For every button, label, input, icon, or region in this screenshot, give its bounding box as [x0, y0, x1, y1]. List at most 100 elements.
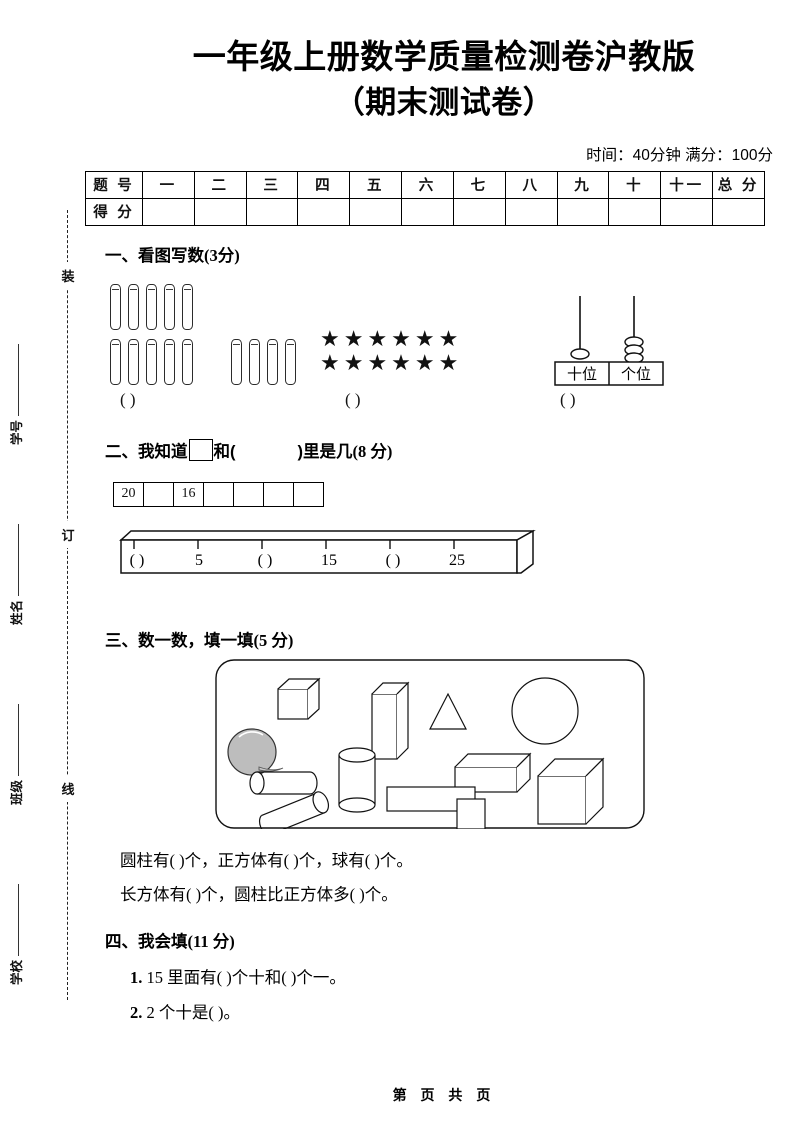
section-4-points: (11 分) [187, 931, 235, 951]
score-cell-8[interactable] [504, 197, 558, 226]
score-col-4: 四 [297, 170, 351, 199]
stick-icon [110, 338, 121, 385]
sticks-answer-blank[interactable]: ( ) [120, 389, 136, 409]
section-3-fill-lines: 圆柱有( )个，正方体有( )个，球有( )个。 长方体有( )个，圆柱比正方体… [120, 844, 793, 912]
stick-icon [182, 338, 193, 385]
abacus-answer-blank[interactable]: ( ) [560, 389, 576, 409]
score-cell-7[interactable] [452, 197, 506, 226]
section-4-item-2-index: 2. [130, 1002, 143, 1022]
field-class: 班级 [6, 665, 25, 805]
fold-dashed-line [67, 210, 68, 1000]
field-name-label: 姓名 [10, 599, 24, 625]
ruler-figure: ( ) 5 ( ) 15 ( ) 25 [117, 528, 562, 583]
svg-text:5: 5 [195, 552, 203, 569]
exam-meta: 时间：40分钟 满分：100分 [586, 146, 773, 164]
square-small-shape [456, 798, 486, 830]
section-4-item-1[interactable]: 1. 15 里面有( )个十和( )个一。 [130, 960, 793, 995]
section-3-line-1[interactable]: 圆柱有( )个，正方体有( )个，球有( )个。 [120, 850, 413, 870]
abacus-svg: 十位 个位 [554, 295, 664, 386]
svg-text:( ): ( ) [386, 552, 401, 569]
section-2-figures: 20 16 ( ) 5 ( ) 15 [95, 466, 793, 611]
number-strip-cell-3[interactable]: 16 [174, 482, 204, 506]
section-4-items: 1. 15 里面有( )个十和( )个一。 2. 2 个十是( )。 [130, 960, 793, 1031]
stars-answer-blank[interactable]: ( ) [345, 389, 361, 409]
number-strip-cell-1[interactable]: 20 [114, 482, 144, 506]
section-4-item-2[interactable]: 2. 2 个十是( )。 [130, 995, 793, 1030]
abacus-figure: 十位 个位 [550, 294, 670, 394]
number-strip: 20 16 [113, 481, 324, 507]
cuboid-tall-shape [371, 681, 410, 760]
cylinder-upright-shape [338, 747, 376, 813]
field-class-label: 班级 [10, 779, 24, 805]
score-col-total: 总 分 [712, 170, 765, 199]
score-table-score-row: 得 分 [85, 197, 765, 226]
section-1-title: 一、看图写数 [105, 246, 204, 265]
field-student-number-label: 学号 [10, 419, 24, 445]
score-cell-1[interactable] [142, 197, 195, 226]
score-col-10: 十 [608, 170, 662, 199]
section-2-points: (8 分) [352, 441, 393, 461]
section-3-title: 三、数一数，填一填 [105, 631, 254, 650]
section-1-figures: ( ) ★★★★★★ ★★★★★★ ( ) 十位 个位 [95, 272, 793, 422]
score-cell-5[interactable] [349, 197, 403, 226]
section-4-heading: 四、我会填(11 分) [105, 928, 793, 952]
stick-row-top [110, 283, 296, 330]
page-title: 一年级上册数学质量检测卷沪教版 （期末测试卷） [95, 0, 793, 125]
stars-figure: ★★★★★★ ★★★★★★ [320, 325, 463, 376]
circle-shape [511, 677, 579, 745]
score-col-6: 六 [401, 170, 454, 199]
cuboid-flat-shape [454, 752, 532, 793]
score-cell-total[interactable] [712, 197, 765, 226]
number-strip-cell-2[interactable] [144, 482, 174, 506]
number-strip-cell-7[interactable] [294, 483, 323, 506]
score-col-8: 八 [504, 170, 558, 199]
stick-icon [231, 338, 242, 385]
section-2-empty-box[interactable] [188, 438, 213, 461]
svg-text:( ): ( ) [130, 552, 145, 569]
score-col-9: 九 [556, 170, 610, 199]
stick-icon [164, 283, 175, 330]
page-footer: 第 页 共 页 [392, 1087, 496, 1103]
number-strip-cell-6[interactable] [264, 482, 294, 506]
section-3-line-2[interactable]: 长方体有( )个，圆柱比正方体多( )个。 [120, 884, 398, 904]
stick-icon [182, 283, 193, 330]
field-school: 学校 [6, 845, 25, 985]
shapes-svg [215, 659, 645, 836]
svg-text:15: 15 [321, 552, 337, 569]
section-4-item-1-index: 1. [130, 967, 143, 987]
score-cell-3[interactable] [245, 197, 299, 226]
sphere-shaded-shape [227, 728, 284, 776]
section-2-title-mid: 和( [213, 442, 236, 461]
star-row-2: ★★★★★★ [320, 350, 463, 376]
stick-icon [128, 283, 139, 330]
score-table: 题 号 一 二 三 四 五 六 七 八 九 十 十一 总 分 得 分 [85, 170, 765, 226]
svg-text:25: 25 [449, 552, 465, 569]
page-title-line2: （期末测试卷） [333, 84, 555, 120]
score-cell-6[interactable] [401, 197, 454, 226]
stick-icon [146, 283, 157, 330]
score-cell-10[interactable] [608, 197, 662, 226]
page-title-line1: 一年级上册数学质量检测卷沪教版 [192, 38, 696, 75]
section-2-title-post: )里是几 [297, 442, 353, 461]
field-student-number: 学号 [6, 305, 25, 445]
score-cell-2[interactable] [193, 197, 247, 226]
section-4-item-2-text: 2 个十是( )。 [146, 1002, 241, 1022]
score-table-row-label-score: 得 分 [85, 197, 143, 226]
section-3-heading: 三、数一数，填一填(5 分) [105, 627, 793, 651]
number-strip-cell-4[interactable] [204, 482, 234, 506]
section-3-points: (5 分) [253, 630, 294, 650]
field-student-number-line[interactable] [18, 343, 19, 416]
field-class-line[interactable] [18, 703, 19, 776]
score-cell-9[interactable] [556, 197, 610, 226]
star-row-1: ★★★★★★ [320, 325, 463, 351]
field-school-label: 学校 [10, 959, 24, 985]
section-1-points: (3分) [204, 245, 240, 265]
stick-icon [249, 338, 260, 385]
stick-icon [146, 338, 157, 385]
number-strip-cell-5[interactable] [234, 482, 264, 506]
field-school-line[interactable] [18, 883, 19, 956]
field-name-line[interactable] [18, 523, 19, 596]
score-cell-11[interactable] [660, 197, 714, 226]
score-col-3: 三 [245, 170, 299, 199]
score-cell-4[interactable] [297, 197, 351, 226]
